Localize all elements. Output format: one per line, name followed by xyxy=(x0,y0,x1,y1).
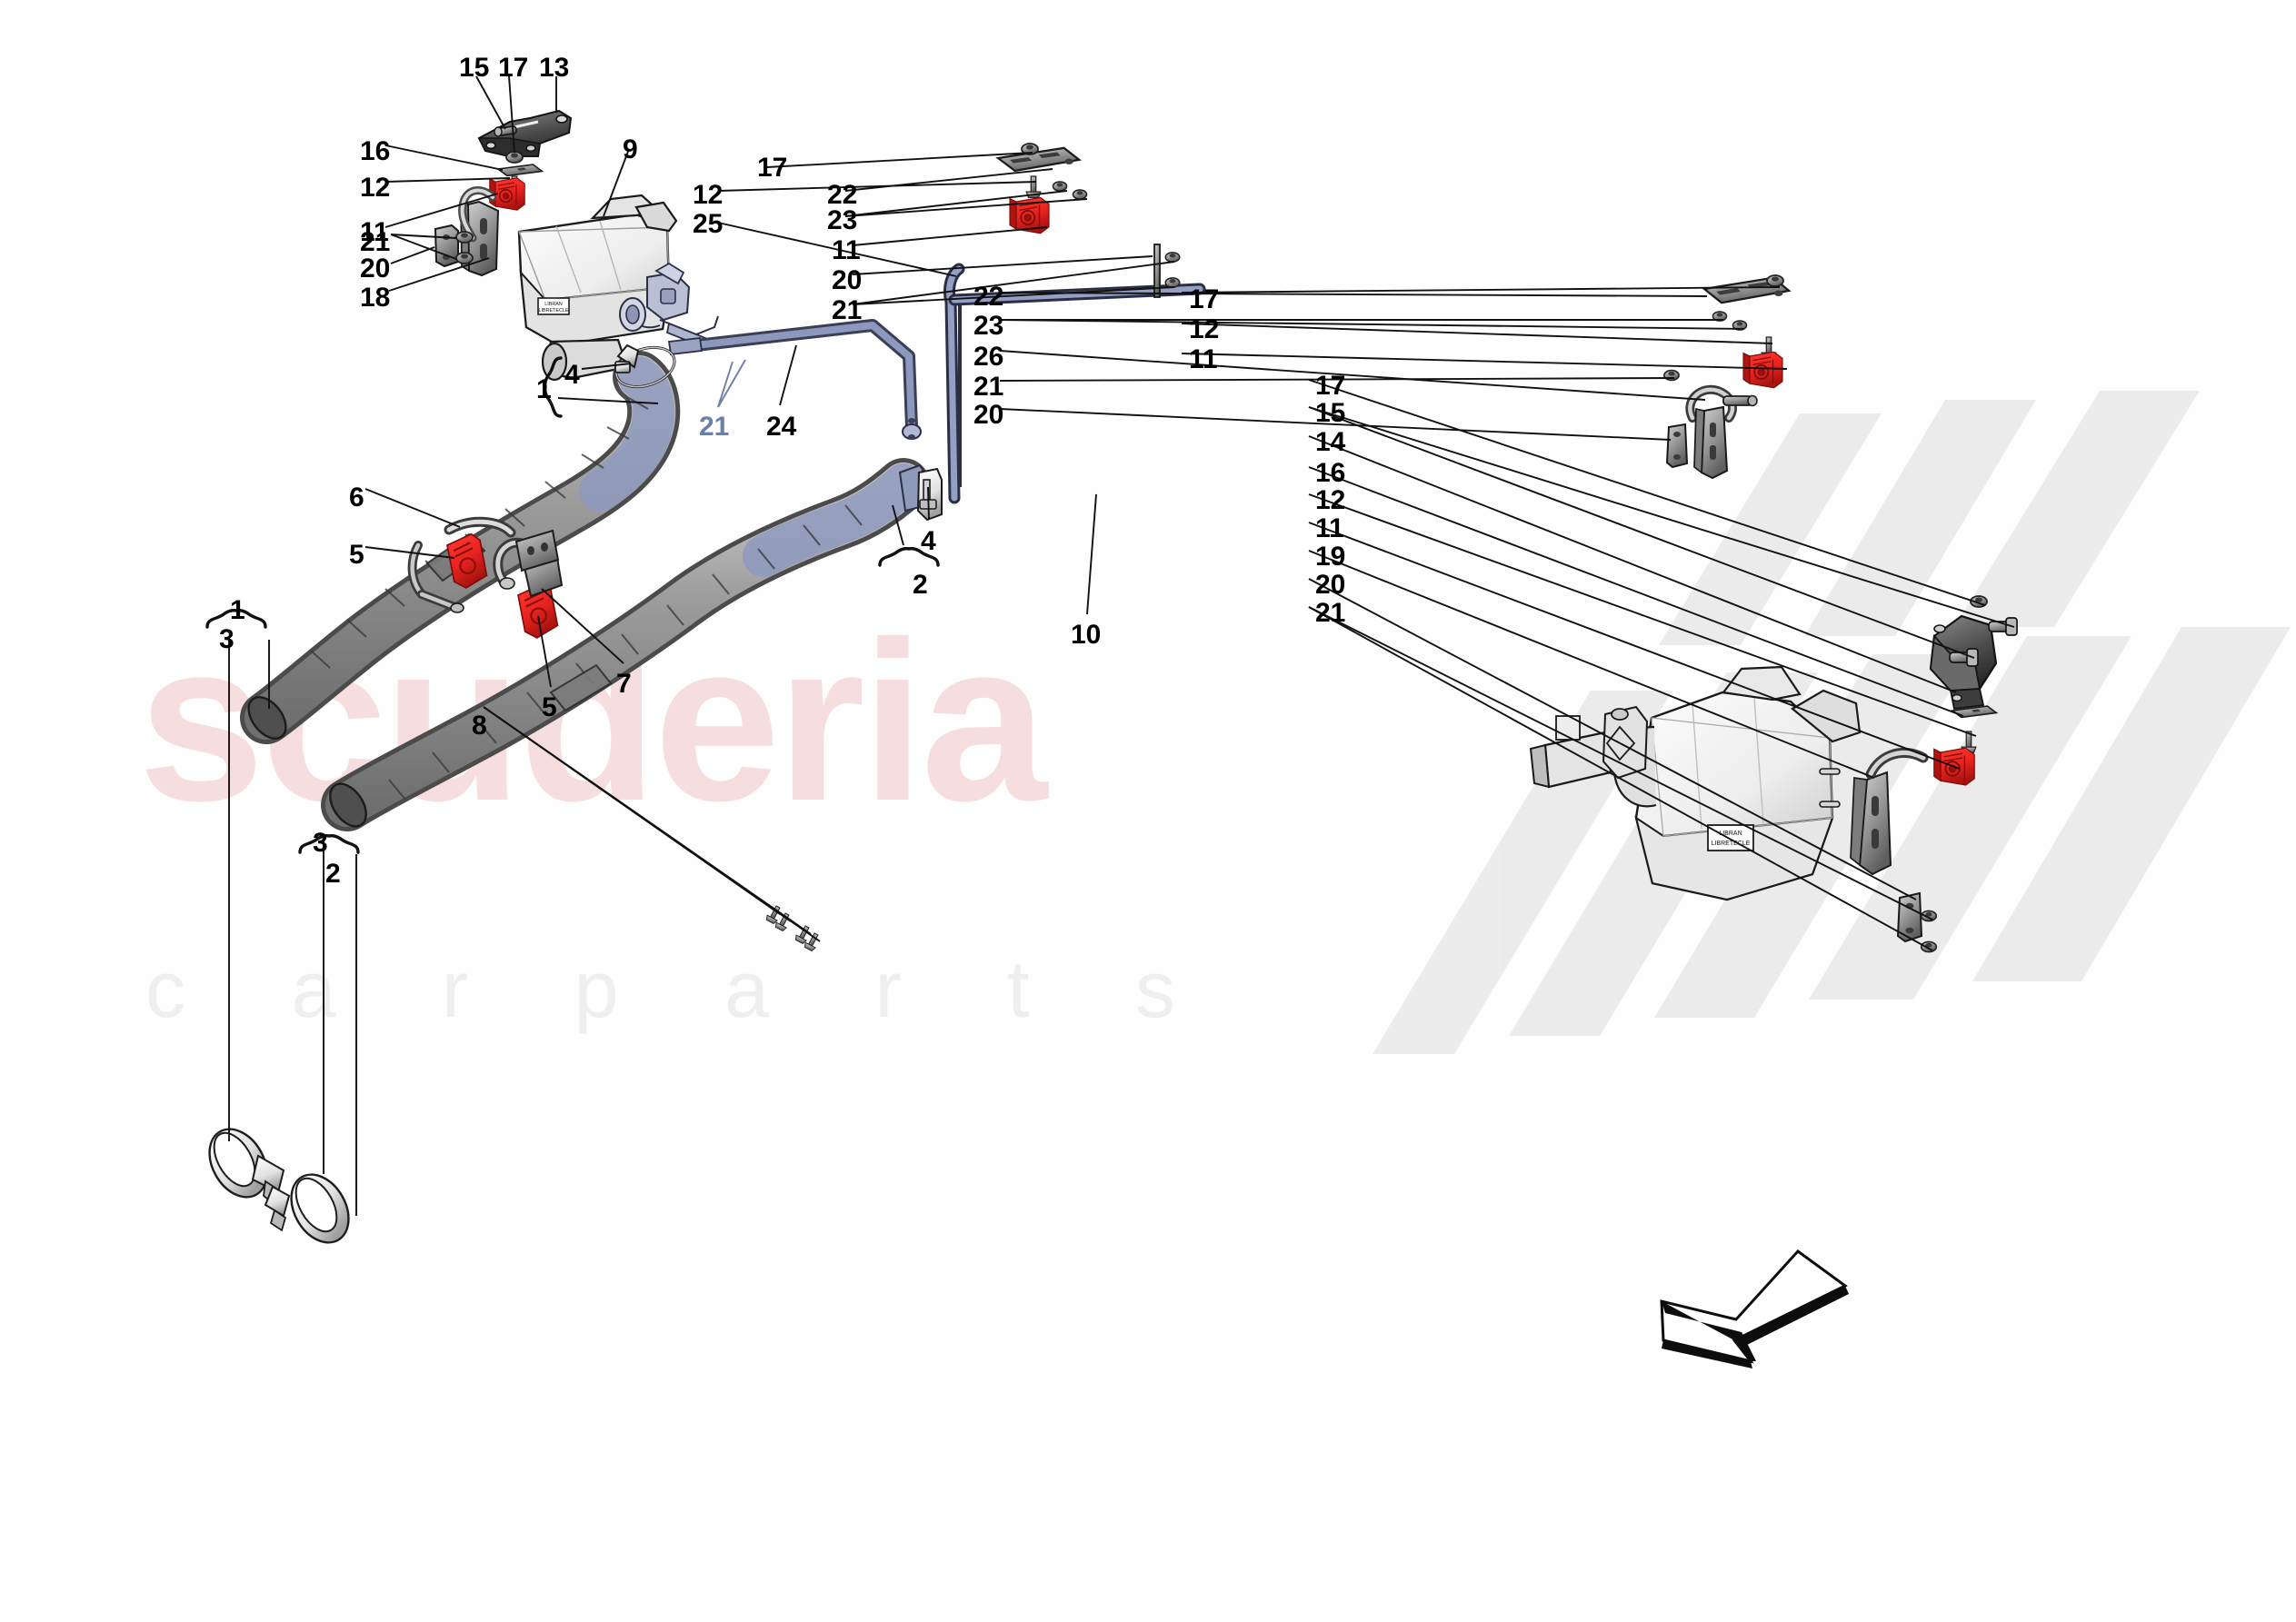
callout-number-11[interactable]: 11 xyxy=(832,235,861,265)
part-22-strap-a xyxy=(995,146,1082,173)
part-3-clamp-b xyxy=(264,1173,350,1244)
part-3-clamp-a xyxy=(208,1128,285,1205)
callout-number-25[interactable]: 25 xyxy=(693,209,724,239)
part-1-left-exhaust-pipe xyxy=(240,351,681,744)
background-stripes xyxy=(1373,391,2291,1054)
part-4-clamp-top xyxy=(614,343,676,389)
callout-braces xyxy=(205,356,940,854)
part-9-rear-silencer: LIBRAN LIBRETECLE xyxy=(517,194,719,382)
part-21-nut-b xyxy=(455,252,474,264)
part-16-plate-a xyxy=(495,164,544,177)
callout-number-5[interactable]: 5 xyxy=(349,540,364,570)
part-15-stud-left xyxy=(494,125,517,137)
callout-number-5[interactable]: 5 xyxy=(542,692,557,722)
callout-number-17[interactable]: 17 xyxy=(1189,284,1220,314)
callout-number-23[interactable]: 23 xyxy=(827,205,858,235)
callout-number-24[interactable]: 24 xyxy=(766,412,797,442)
callout-number-1[interactable]: 1 xyxy=(230,595,245,625)
callout-number-14[interactable]: 14 xyxy=(1315,427,1346,457)
callout-number-20[interactable]: 20 xyxy=(973,400,1004,430)
callout-number-11[interactable]: 11 xyxy=(360,217,389,247)
part-7-hanger-bracket xyxy=(527,877,534,883)
callout-number-2[interactable]: 2 xyxy=(325,859,341,889)
part-23-nut-b xyxy=(1072,189,1088,200)
callout-number-20[interactable]: 20 xyxy=(1315,570,1346,600)
callout-number-18[interactable]: 18 xyxy=(360,283,391,313)
part-8-bolt-d xyxy=(803,930,822,952)
callout-number-17[interactable]: 17 xyxy=(498,53,529,83)
callout-number-4[interactable]: 4 xyxy=(564,360,580,390)
part-20-flat-link-b xyxy=(1665,423,1689,469)
part-21-nut-c xyxy=(1164,252,1181,263)
callout-number-19[interactable]: 19 xyxy=(1315,542,1346,572)
muffler-label-text-left: LIBRAN xyxy=(544,302,563,307)
part-11-rubber-mount-c xyxy=(1742,351,1783,389)
callout-number-4[interactable]: 4 xyxy=(921,526,936,556)
part-21-nut-a xyxy=(455,231,474,244)
callout-number-6[interactable]: 6 xyxy=(349,483,364,512)
part-19-rail-right xyxy=(1850,747,1929,876)
callout-number-20[interactable]: 20 xyxy=(360,254,391,284)
part-17-nut-c xyxy=(1766,274,1784,287)
part-4-clamp-right xyxy=(916,467,943,522)
part-21-nut-d xyxy=(1164,277,1181,288)
callout-leader-lines xyxy=(228,75,2015,1216)
callout-number-22[interactable]: 22 xyxy=(973,282,1004,312)
part-20-slim-bar xyxy=(1153,244,1161,298)
callout-number-17[interactable]: 17 xyxy=(757,153,788,183)
callout-number-7[interactable]: 7 xyxy=(616,669,632,699)
callout-number-15[interactable]: 15 xyxy=(459,53,490,83)
part-20-left-bar xyxy=(434,224,459,268)
part-24-connecting-rod xyxy=(667,319,922,440)
callout-number-9[interactable]: 9 xyxy=(623,134,638,164)
part-26-hook-bracket xyxy=(1685,384,1758,423)
part-6-hanger-rod-left xyxy=(407,516,516,613)
callout-number-21[interactable]: 21 xyxy=(973,372,1004,402)
callout-number-16[interactable]: 16 xyxy=(1315,458,1346,488)
callout-number-21[interactable]: 21 xyxy=(360,227,391,257)
svg-text:LIBRETECLE: LIBRETECLE xyxy=(1712,841,1751,847)
callout-number-21[interactable]: 21 xyxy=(1315,598,1346,628)
callout-number-17[interactable]: 17 xyxy=(1315,371,1346,401)
callout-number-8[interactable]: 8 xyxy=(472,711,487,741)
callout-number-16[interactable]: 16 xyxy=(360,136,391,166)
part-5-rubber-mount-a xyxy=(446,532,488,589)
callout-number-11[interactable]: 11 xyxy=(1189,344,1218,374)
callout-number-2[interactable]: 2 xyxy=(913,570,928,600)
callout-number-21[interactable]: 21 xyxy=(699,412,730,442)
callout-number-20[interactable]: 20 xyxy=(832,265,863,295)
callout-number-21[interactable]: 21 xyxy=(832,295,863,325)
part-2-right-exhaust-pipe xyxy=(321,458,931,831)
muffler-label-text-right: LIBRAN xyxy=(1719,831,1742,837)
part-mount-plate-left xyxy=(514,529,560,572)
callout-number-12[interactable]: 12 xyxy=(693,180,724,210)
callout-number-12[interactable]: 12 xyxy=(1315,485,1346,515)
callout-number-1[interactable]: 1 xyxy=(536,374,552,404)
callout-number-23[interactable]: 23 xyxy=(973,311,1004,341)
callout-number-26[interactable]: 26 xyxy=(973,342,1004,372)
callout-number-22[interactable]: 22 xyxy=(827,180,858,210)
callout-number-11[interactable]: 11 xyxy=(1315,513,1344,543)
callout-number-3[interactable]: 3 xyxy=(219,624,235,654)
part-23-nut-a xyxy=(1052,181,1068,192)
callout-number-3[interactable]: 3 xyxy=(313,828,328,858)
callout-number-15[interactable]: 15 xyxy=(1315,398,1346,428)
part-21-nut-g xyxy=(1920,940,1938,953)
callout-number-13[interactable]: 13 xyxy=(539,53,570,83)
direction-arrow xyxy=(1660,1249,1849,1368)
callout-number-12[interactable]: 12 xyxy=(1189,314,1220,344)
part-10-front-silencer: LIBRAN LIBRETECLE xyxy=(1529,665,1862,901)
part-17-nut-a xyxy=(505,151,524,164)
svg-text:LIBRETECLE: LIBRETECLE xyxy=(539,308,569,313)
callout-number-10[interactable]: 10 xyxy=(1071,620,1102,650)
part-13-bracket-arm xyxy=(477,109,573,157)
part-19-rail-center xyxy=(1693,405,1729,480)
callout-number-12[interactable]: 12 xyxy=(360,173,391,203)
